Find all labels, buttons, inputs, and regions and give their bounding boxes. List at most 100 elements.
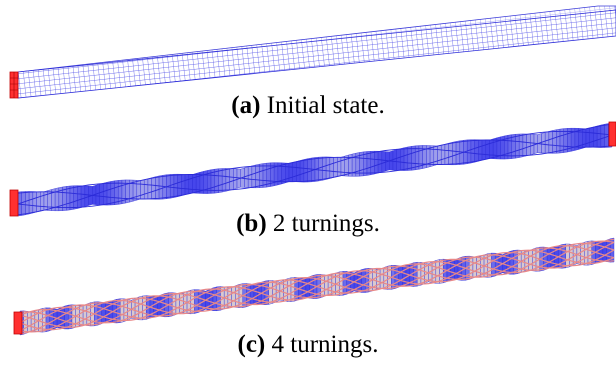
twist-segment [30, 310, 36, 332]
twist-segment [101, 301, 106, 325]
twist-segment [84, 185, 89, 207]
twist-segment [45, 307, 50, 333]
twist-segment [392, 149, 397, 171]
twist-segment [366, 151, 371, 176]
twist-segment [374, 150, 379, 175]
twist-segment [99, 182, 104, 206]
twist-segment [268, 280, 273, 305]
twist-segment [593, 125, 598, 148]
twist-segment [515, 133, 520, 159]
twist-segment [229, 168, 234, 191]
twist-segment [478, 139, 483, 162]
twist-segment [136, 180, 141, 201]
twist-segment [383, 265, 388, 290]
twist-segment [470, 139, 475, 164]
twist-segment [598, 241, 604, 263]
twist-segment [95, 183, 100, 206]
twist-segment [27, 311, 32, 334]
twist-segment [249, 283, 255, 306]
beam-c-fixed-end [13, 311, 23, 335]
twist-segment [153, 296, 158, 317]
twist-segment [396, 148, 401, 171]
twist-segment [546, 247, 552, 270]
twist-segment [457, 256, 462, 281]
twist-segment [194, 289, 199, 314]
twist-segment [544, 131, 550, 154]
twist-segment [305, 276, 310, 299]
twist-segment [179, 292, 184, 314]
caption-c: (c) 4 turnings. [0, 331, 616, 359]
twist-segment [528, 248, 533, 272]
twist-segment [66, 185, 71, 211]
twist-segment [173, 173, 178, 198]
twist-segment [363, 151, 368, 177]
twist-segment [552, 129, 557, 154]
twist-segment [301, 278, 307, 299]
twist-segment [376, 269, 381, 290]
twist-segment [151, 176, 156, 200]
twist-segment [175, 292, 180, 315]
helix-strand [19, 249, 615, 324]
twist-segment [251, 164, 256, 189]
twist-segment [556, 128, 561, 154]
twist-segment [327, 274, 333, 295]
twist-segment [342, 271, 347, 296]
twist-segment [337, 157, 342, 177]
twist-segment [262, 162, 267, 188]
twist-segment [559, 128, 564, 154]
twist-segment [192, 173, 197, 194]
twist-segment [188, 174, 193, 194]
panel-b-beam-render [9, 121, 616, 217]
twist-segment [288, 162, 293, 182]
twist-segment [86, 302, 91, 327]
caption-b-text: 2 turnings. [272, 210, 380, 237]
twist-segment [398, 265, 403, 288]
twist-segment [233, 168, 238, 190]
twist-segment [244, 166, 249, 188]
twist-segment [450, 259, 455, 281]
panel-a-beam-render [9, 5, 616, 99]
helix-strand [19, 240, 615, 328]
twist-segment [299, 159, 305, 183]
twist-segment [170, 174, 175, 199]
twist-segment [394, 265, 399, 289]
twist-segment [600, 123, 605, 148]
twist-segment [565, 243, 570, 269]
caption-a-tag: (a) [231, 92, 261, 119]
beam-b-free-end [608, 121, 616, 147]
twist-segment [476, 256, 481, 277]
panel-c-beam-render [13, 237, 615, 336]
twist-segment [318, 156, 323, 182]
twist-segment [231, 285, 236, 308]
twist-segment [172, 292, 177, 317]
twist-segment [221, 168, 227, 193]
twist-segment [596, 124, 602, 148]
twist-segment [474, 139, 479, 163]
twist-segment [138, 295, 143, 321]
twist-segment [212, 286, 217, 311]
twist-segment [82, 303, 88, 326]
helix-strand [19, 247, 615, 335]
caption-a-text: Initial state. [266, 92, 385, 119]
twist-segment [472, 256, 477, 279]
twist-segment [550, 247, 555, 268]
caption-c-text: 4 turnings. [271, 331, 379, 358]
twist-segment [177, 173, 182, 197]
twist-segment [452, 141, 457, 166]
twist-segment [97, 301, 102, 326]
twist-segment [333, 156, 338, 178]
twist-segment [77, 185, 82, 209]
twist-segment [255, 163, 260, 189]
twist-segment [320, 274, 325, 299]
twist-segment [325, 156, 331, 180]
twist-segment [80, 185, 86, 208]
twist-segment [36, 191, 41, 213]
caption-b: (b) 2 turnings. [0, 210, 616, 238]
twist-segment [64, 304, 69, 330]
twist-segment [582, 128, 587, 149]
twist-segment [381, 151, 386, 173]
twist-segment [181, 174, 186, 197]
twist-segment [246, 283, 251, 308]
twist-segment [433, 145, 438, 166]
twist-segment [103, 181, 108, 206]
